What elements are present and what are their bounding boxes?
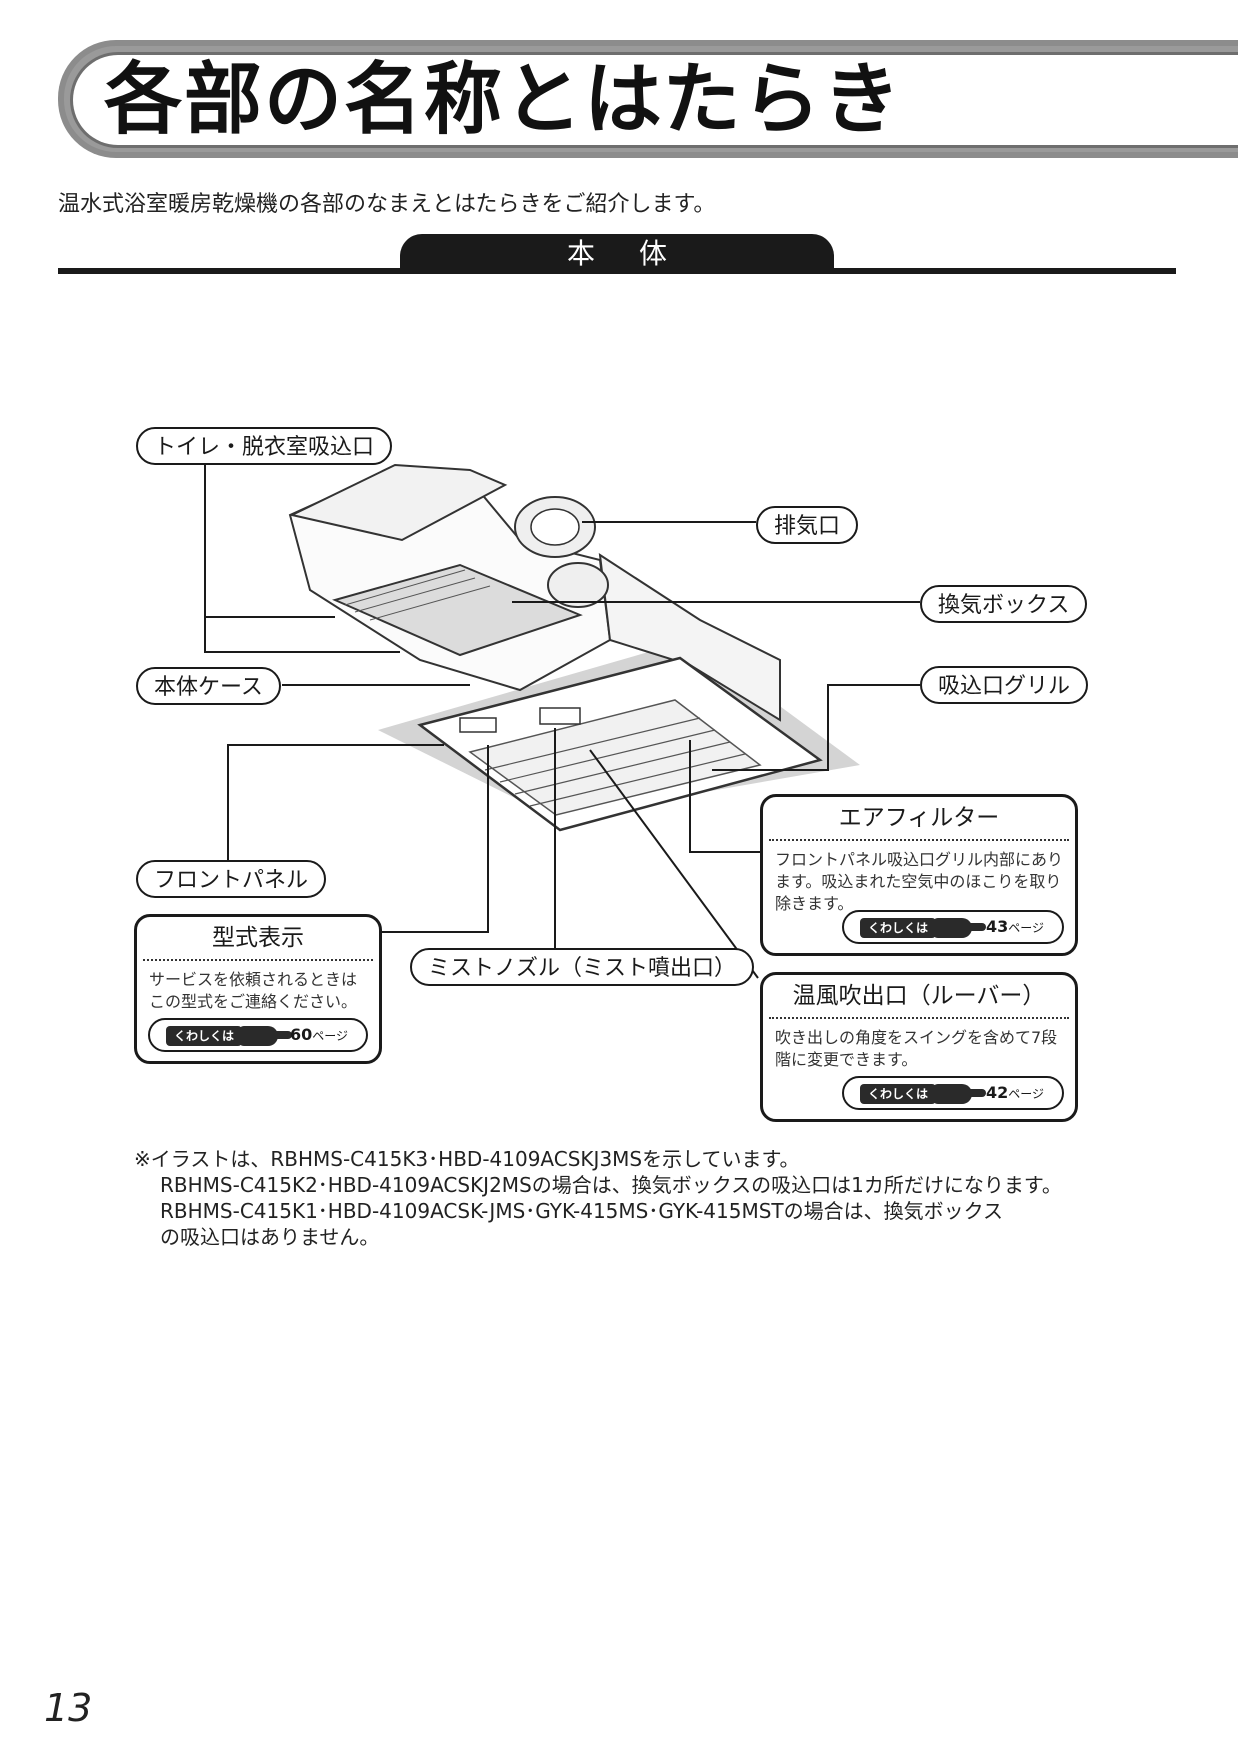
warm-air-outlet-ref-link[interactable]: くわしくは 42ページ (842, 1076, 1064, 1110)
note-line-3: RBHMS-C415K1･HBD-4109ACSK-JMS･GYK-415MS･… (160, 1199, 1004, 1223)
section-tab-label: 本体 (566, 237, 711, 270)
page-title: 各部の名称とはたらき (104, 55, 903, 145)
air-filter-text: フロントパネル吸込口グリル内部にあります。吸込まれた空気中のほこりを取り除きます… (775, 850, 1064, 913)
pointing-hand-icon (932, 1084, 986, 1104)
page-number: 13 (44, 1686, 93, 1730)
section-tab (400, 234, 834, 274)
intake-duct (547, 562, 609, 608)
pointing-hand-icon (238, 1026, 292, 1046)
label-body-case: 本体ケース (136, 667, 281, 705)
label-front-panel: フロントパネル (136, 860, 327, 898)
vent-box-top (289, 463, 508, 542)
ref-chip: くわしくは (860, 1084, 937, 1104)
label-vent-box: 換気ボックス (920, 585, 1088, 623)
ref-chip: くわしくは (860, 918, 937, 938)
pointing-hand-icon (932, 918, 986, 938)
note-line-2: RBHMS-C415K2･HBD-4109ACSKJ2MSの場合は、換気ボックス… (160, 1173, 1062, 1197)
note-line-4: の吸込口はありません。 (160, 1225, 380, 1249)
title-banner-inner (70, 52, 1238, 148)
air-filter-ref-link[interactable]: くわしくは 43ページ (842, 910, 1064, 944)
note-line-1: ※イラストは、RBHMS-C415K3･HBD-4109ACSKJ3MSを示して… (134, 1147, 800, 1171)
ref-chip: くわしくは (166, 1026, 243, 1046)
intro-text: 温水式浴室暖房乾燥機の各部のなまえとはたらきをご紹介します。 (58, 192, 716, 217)
air-filter-title: エアフィルター (769, 797, 1069, 841)
body-case-side (598, 552, 781, 722)
ref-page: 42ページ (985, 1083, 1044, 1102)
label-mist-nozzle: ミストノズル（ミスト噴出口） (410, 948, 755, 986)
model-note: ※イラストは、RBHMS-C415K3･HBD-4109ACSKJ3MSを示して… (134, 1146, 1184, 1250)
model-display-title: 型式表示 (143, 917, 373, 961)
ref-page: 60ページ (289, 1025, 348, 1044)
label-intake-grille: 吸込口グリル (920, 666, 1089, 704)
model-display-text: サービスを依頼されるときはこの型式をご連絡ください。 (149, 970, 358, 1011)
warm-air-outlet-title: 温風吹出口（ルーバー） (769, 975, 1069, 1019)
label-toilet-intake: トイレ・脱衣室吸込口 (136, 427, 393, 465)
label-exhaust: 排気口 (756, 506, 859, 544)
ref-page: 43ページ (985, 917, 1044, 936)
vent-box-mesh (332, 563, 583, 657)
warm-air-outlet-text: 吹き出しの角度をスイングを含めて7段階に変更できます。 (775, 1028, 1058, 1069)
model-display-ref-link[interactable]: くわしくは 60ページ (148, 1018, 368, 1052)
